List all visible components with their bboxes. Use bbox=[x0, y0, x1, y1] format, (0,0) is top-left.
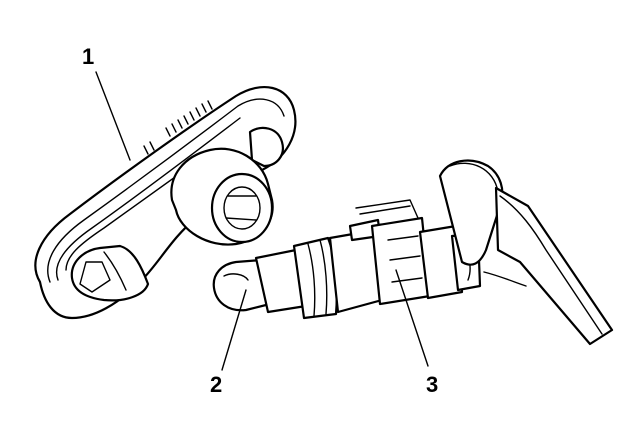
leader-line-1 bbox=[95, 71, 131, 161]
leader-lines bbox=[95, 71, 429, 371]
body-panel bbox=[438, 159, 614, 346]
callout-1-label: 1 bbox=[82, 44, 94, 69]
leader-line-2 bbox=[221, 289, 247, 371]
leader-line-3 bbox=[395, 269, 429, 367]
bulb-holder bbox=[254, 199, 482, 320]
callout-3-label: 3 bbox=[426, 372, 438, 397]
callout-2-label: 2 bbox=[210, 372, 222, 397]
lamp-housing bbox=[34, 86, 297, 320]
